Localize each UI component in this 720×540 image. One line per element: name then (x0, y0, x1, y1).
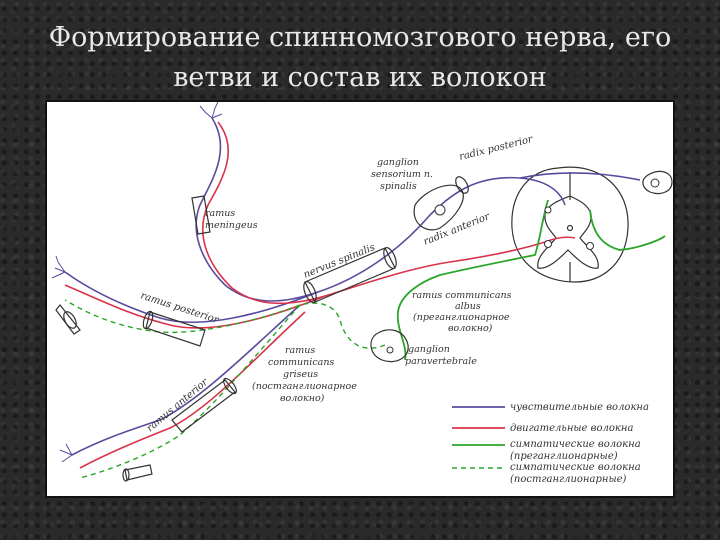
label-rca-4: волокно) (448, 323, 493, 334)
legend-motor: двигательные волокна (510, 423, 633, 434)
nerve-trunks (56, 171, 672, 481)
label-rcg-3: griseus (283, 369, 318, 380)
sympathetic-pre-fiber (398, 200, 665, 360)
label-rca-2: albus (455, 301, 481, 312)
label-rcg-2: communicans (268, 357, 334, 368)
label-radix-posterior: radix posterior (458, 134, 535, 163)
legend: чувствительные волокна двигательные воло… (452, 402, 649, 485)
label-ganglion-1: ganglion (377, 157, 419, 168)
label-ramus-anterior: ramus anterior (145, 376, 211, 434)
label-rca-1: ramus communicans (412, 290, 512, 301)
label-ganglion-2: sensorium n. (371, 169, 433, 180)
label-nervus-spinalis: nervus spinalis (302, 242, 377, 281)
nerve-endings (52, 102, 222, 462)
spinal-cord (512, 167, 628, 282)
label-ramus-meningeus-1: ramus (205, 208, 235, 219)
label-rcg-1: ramus (285, 345, 315, 356)
label-ganglion-3: spinalis (380, 181, 417, 192)
label-gp-2: paravertebrale (405, 356, 477, 367)
legend-sym-pre-2: (преганглионарные) (510, 451, 618, 462)
label-rcg-5: волокно) (280, 393, 325, 404)
label-ramus-meningeus-2: meningeus (205, 220, 258, 231)
label-gp-1: ganglion (408, 344, 450, 355)
legend-sensory: чувствительные волокна (510, 402, 649, 413)
label-rca-3: (преганглионарное (413, 312, 510, 323)
label-rcg-4: (постганглионарное (252, 381, 357, 392)
legend-sym-post-1: симпатические волокна (510, 462, 641, 473)
legend-sym-post-2: (постганглионарные) (510, 474, 627, 485)
legend-sym-pre-1: симпатические волокна (510, 439, 641, 450)
